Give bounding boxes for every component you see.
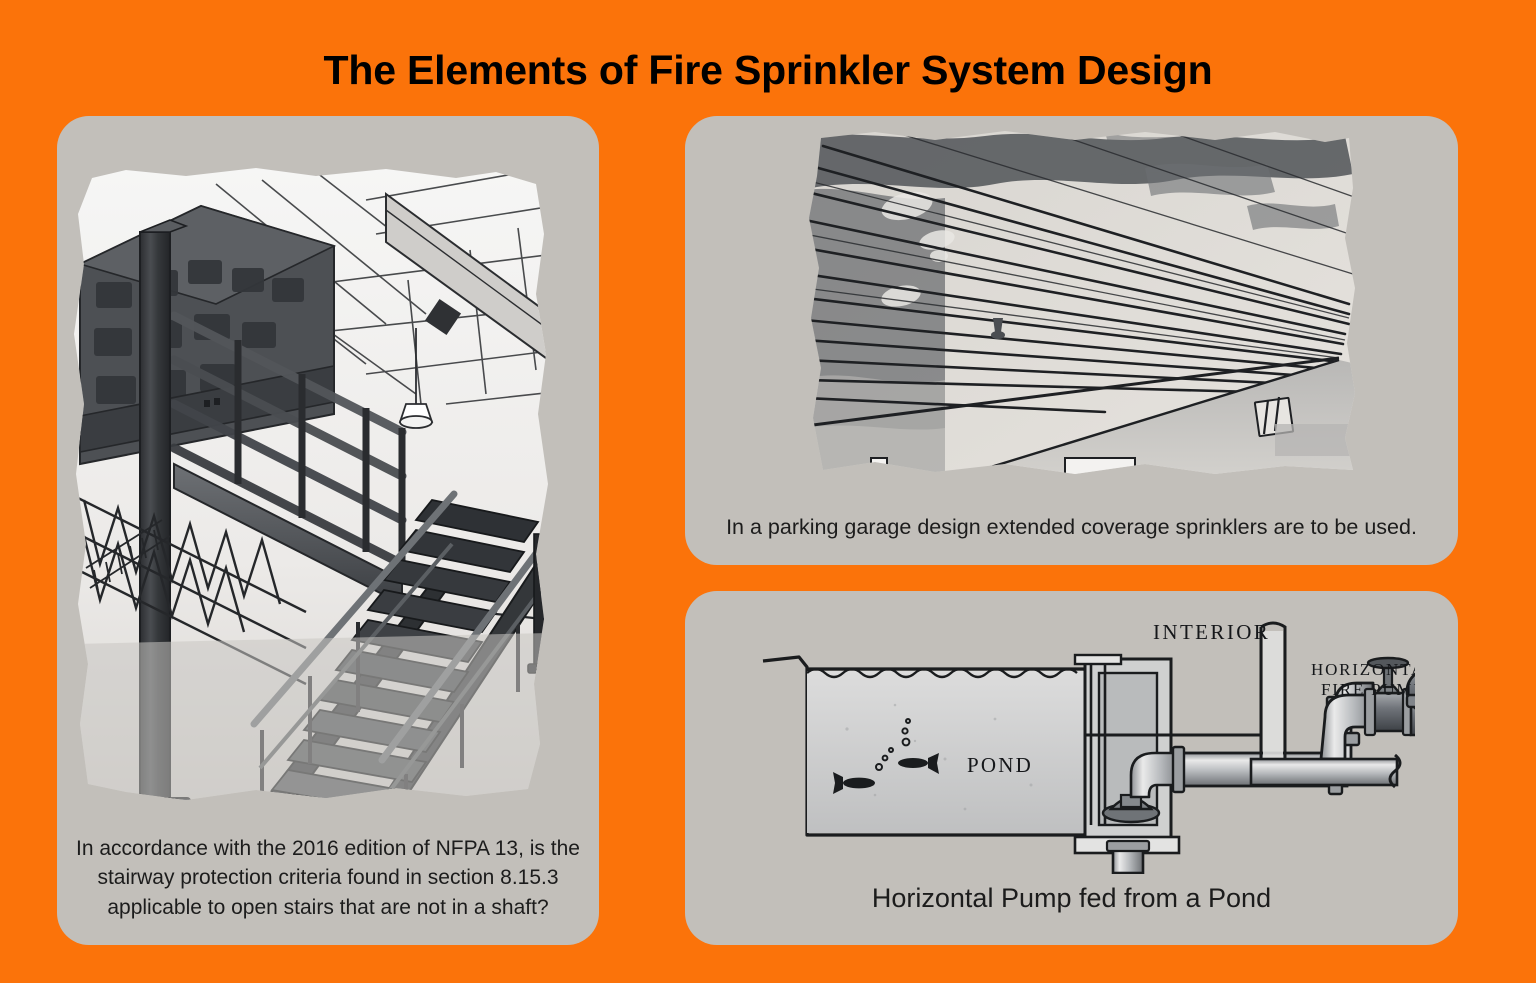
pond-label: POND <box>967 753 1033 777</box>
industrial-mezzanine-open-stairway-sketch <box>74 168 548 800</box>
horizontal-fire-pump-pond-diagram: POND <box>762 620 1415 874</box>
parking-garage-ceiling-beams-sketch <box>809 131 1355 474</box>
card-garage: In a parking garage design extended cove… <box>685 116 1458 565</box>
page-title: The Elements of Fire Sprinkler System De… <box>323 47 1213 93</box>
caption-stairway: In accordance with the 2016 edition of N… <box>76 836 580 920</box>
interior-label: INTERIOR <box>1153 620 1270 644</box>
caption-garage: In a parking garage design extended cove… <box>726 515 1417 540</box>
pump-label-line1: HORIZONTAL <box>1311 660 1415 679</box>
card-pump: POND <box>685 591 1458 945</box>
caption-pump: Horizontal Pump fed from a Pond <box>871 882 1272 913</box>
pump-label-line2: FIRE PUMP <box>1321 680 1415 699</box>
card-stairway: In accordance with the 2016 edition of N… <box>57 116 599 945</box>
